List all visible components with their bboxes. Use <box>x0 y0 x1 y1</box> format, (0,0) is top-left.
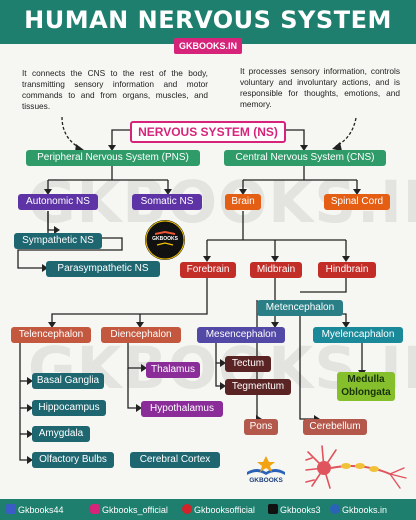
node-hypothalamus: Hypothalamus <box>141 401 223 417</box>
node-tegmentum: Tegmentum <box>225 379 291 395</box>
logo-text: GKBOOKS <box>249 477 283 484</box>
book-icon <box>145 220 185 260</box>
node-autonomic-ns: Autonomic NS <box>18 194 98 210</box>
node-peripheral-nervous-system: Peripheral Nervous System (PNS) <box>26 150 200 166</box>
node-medulla-oblongata: Medulla Oblongata <box>337 372 395 401</box>
node-basal-ganglia: Basal Ganglia <box>32 373 104 389</box>
neuron-icon <box>305 445 407 489</box>
node-parasympathetic-ns: Parasympathetic NS <box>46 261 160 277</box>
page-title: HUMAN NERVOUS SYSTEM <box>24 6 392 34</box>
footer-x[interactable]: Gkbooks3 <box>268 504 321 516</box>
node-central-nervous-system: Central Nervous System (CNS) <box>224 150 386 166</box>
node-somatic-ns: Somatic NS <box>132 194 202 210</box>
node-telencephalon: Telencephalon <box>11 327 91 343</box>
globe-icon <box>330 504 340 514</box>
medulla-line-2: Oblongata <box>341 387 391 398</box>
footer-facebook[interactable]: Gkbooks44 <box>6 504 64 516</box>
medulla-line-1: Medulla <box>347 374 385 385</box>
node-midbrain: Midbrain <box>250 262 302 278</box>
instagram-handle: Gkbooks_official <box>102 505 168 515</box>
footer-website[interactable]: Gkbooks.in <box>330 504 387 516</box>
x-icon <box>268 504 278 514</box>
instagram-icon <box>90 504 100 514</box>
title-banner <box>0 0 416 44</box>
node-cerebellum: Cerebellum <box>303 419 367 435</box>
node-amygdala: Amygdala <box>32 426 90 442</box>
pns-description: It connects the CNS to the rest of the b… <box>22 68 208 111</box>
site-badge: GKBOOKS.IN <box>174 38 242 54</box>
node-brain: Brain <box>225 194 261 210</box>
node-cerebral-cortex: Cerebral Cortex <box>130 452 220 468</box>
node-spinal-cord: Spinal Cord <box>324 194 390 210</box>
node-hindbrain: Hindbrain <box>318 262 376 278</box>
facebook-icon <box>6 504 16 514</box>
node-hippocampus: Hippocampus <box>32 400 106 416</box>
footer-instagram[interactable]: Gkbooks_official <box>90 504 168 516</box>
node-nervous-system: NERVOUS SYSTEM (NS) <box>130 121 286 143</box>
footer-pinterest[interactable]: Gkbooksofficial <box>182 504 255 516</box>
node-pons: Pons <box>244 419 278 435</box>
pinterest-icon <box>182 504 192 514</box>
node-myelencephalon: Myelencaphalon <box>313 327 403 343</box>
cns-description: It processes sensory information, contro… <box>240 66 400 109</box>
pinterest-handle: Gkbooksofficial <box>194 505 255 515</box>
open-book-icon <box>247 456 285 475</box>
badge-text: GKBOOKS <box>152 236 178 242</box>
node-thalamus: Thalamus <box>146 362 200 378</box>
facebook-handle: Gkbooks44 <box>18 505 64 515</box>
node-diencephalon: Diencephalon <box>101 327 181 343</box>
node-olfactory-bulbs: Olfactory Bulbs <box>32 452 114 468</box>
node-sympathetic-ns: Sympathetic NS <box>14 233 102 249</box>
node-tectum: Tectum <box>225 356 271 372</box>
gkbooks-badge: GKBOOKS <box>145 220 185 260</box>
gkbooks-logo: GKBOOKS <box>243 450 289 490</box>
footer-bar: Gkbooks44 Gkbooks_official Gkbooksoffici… <box>0 499 416 520</box>
node-forebrain: Forebrain <box>180 262 236 278</box>
node-metencephalon: Metencephalon <box>257 300 343 316</box>
website-link: Gkbooks.in <box>342 505 388 515</box>
x-handle: Gkbooks3 <box>280 505 321 515</box>
node-mesencephalon: Mesencephalon <box>197 327 285 343</box>
